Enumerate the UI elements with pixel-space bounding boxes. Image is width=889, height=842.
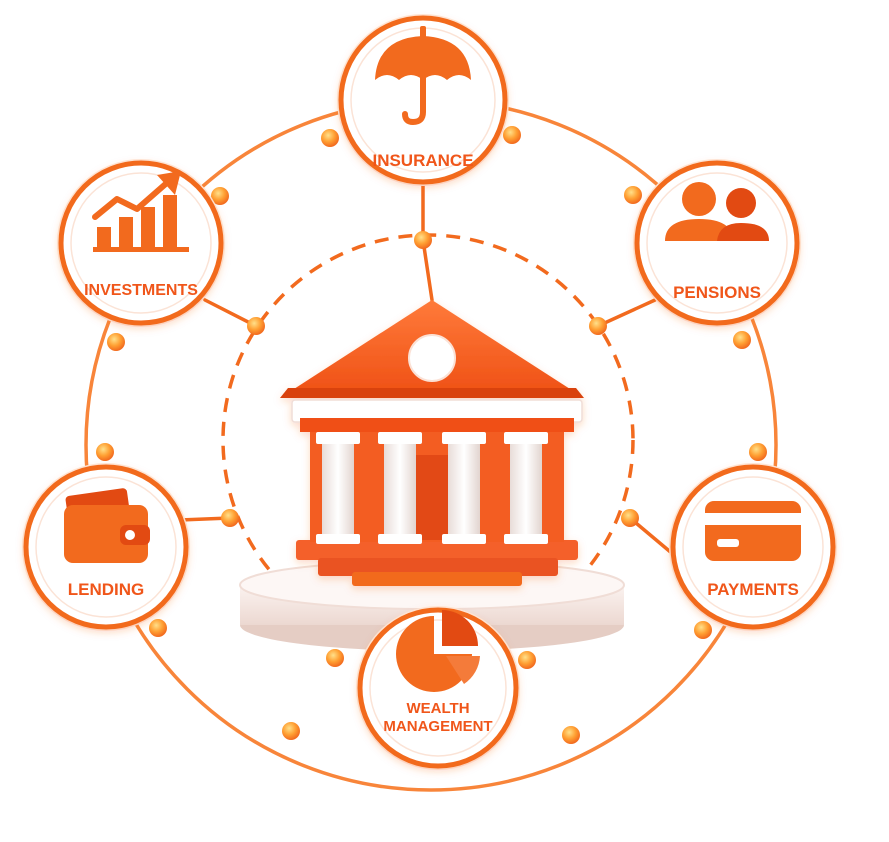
junction-dot <box>221 509 239 527</box>
junction-dot <box>282 722 300 740</box>
column-base <box>504 534 548 544</box>
connector-spoke <box>203 298 258 328</box>
column-base <box>442 534 486 544</box>
junction-dot <box>247 317 265 335</box>
column-base <box>378 534 422 544</box>
column-cap <box>442 432 486 444</box>
junction-dot <box>589 317 607 335</box>
column-cap <box>378 432 422 444</box>
node-label: INSURANCE <box>372 151 473 170</box>
growth-chart-icon <box>92 171 189 252</box>
column <box>448 444 480 536</box>
junction-dot <box>694 621 712 639</box>
bank-roof-medallion <box>408 334 456 382</box>
junction-dot <box>624 186 642 204</box>
node-label: MANAGEMENT <box>383 718 492 735</box>
node-label: PAYMENTS <box>707 580 799 599</box>
junction-dot <box>518 651 536 669</box>
junction-dot <box>749 443 767 461</box>
junction-dot <box>211 187 229 205</box>
bank-step-2 <box>318 558 558 576</box>
connector-spoke <box>596 298 657 328</box>
junction-dot <box>321 129 339 147</box>
column <box>510 444 542 536</box>
bank-frieze <box>300 418 574 432</box>
junction-dots <box>96 126 767 744</box>
bank-columns <box>316 432 548 544</box>
bank-roof-edge <box>280 388 584 398</box>
column-cap <box>504 432 548 444</box>
people-icon <box>665 182 769 241</box>
credit-card-icon <box>705 501 801 561</box>
service-node-insurance: INSURANCE <box>337 14 509 186</box>
service-node-investments: INVESTMENTS <box>57 159 225 327</box>
node-label: INVESTMENTS <box>84 282 198 299</box>
node-label: LENDING <box>68 580 145 599</box>
column-base <box>316 534 360 544</box>
junction-dot <box>96 443 114 461</box>
bank-step-3 <box>352 572 522 586</box>
node-label: WEALTH <box>406 700 469 717</box>
junction-dot <box>503 126 521 144</box>
junction-dot <box>149 619 167 637</box>
junction-dot <box>414 231 432 249</box>
junction-dot <box>562 726 580 744</box>
pie-chart-icon <box>396 610 480 692</box>
wallet-icon <box>64 488 150 563</box>
bank-step-1 <box>296 540 578 560</box>
service-node-lending: LENDING <box>22 463 190 631</box>
junction-dot <box>107 333 125 351</box>
junction-dot <box>733 331 751 349</box>
service-node-pensions: PENSIONS <box>633 159 801 327</box>
node-label: PENSIONS <box>673 283 761 302</box>
column <box>384 444 416 536</box>
junction-dot <box>621 509 639 527</box>
column <box>322 444 354 536</box>
bank-icon <box>280 300 584 586</box>
umbrella-icon <box>375 26 471 126</box>
column-cap <box>316 432 360 444</box>
junction-dot <box>326 649 344 667</box>
service-node-payments: PAYMENTS <box>669 463 837 631</box>
service-nodes: INSURANCE PENSIONS PAYMENTS WEALTHMANAGEMEN… <box>22 14 837 770</box>
